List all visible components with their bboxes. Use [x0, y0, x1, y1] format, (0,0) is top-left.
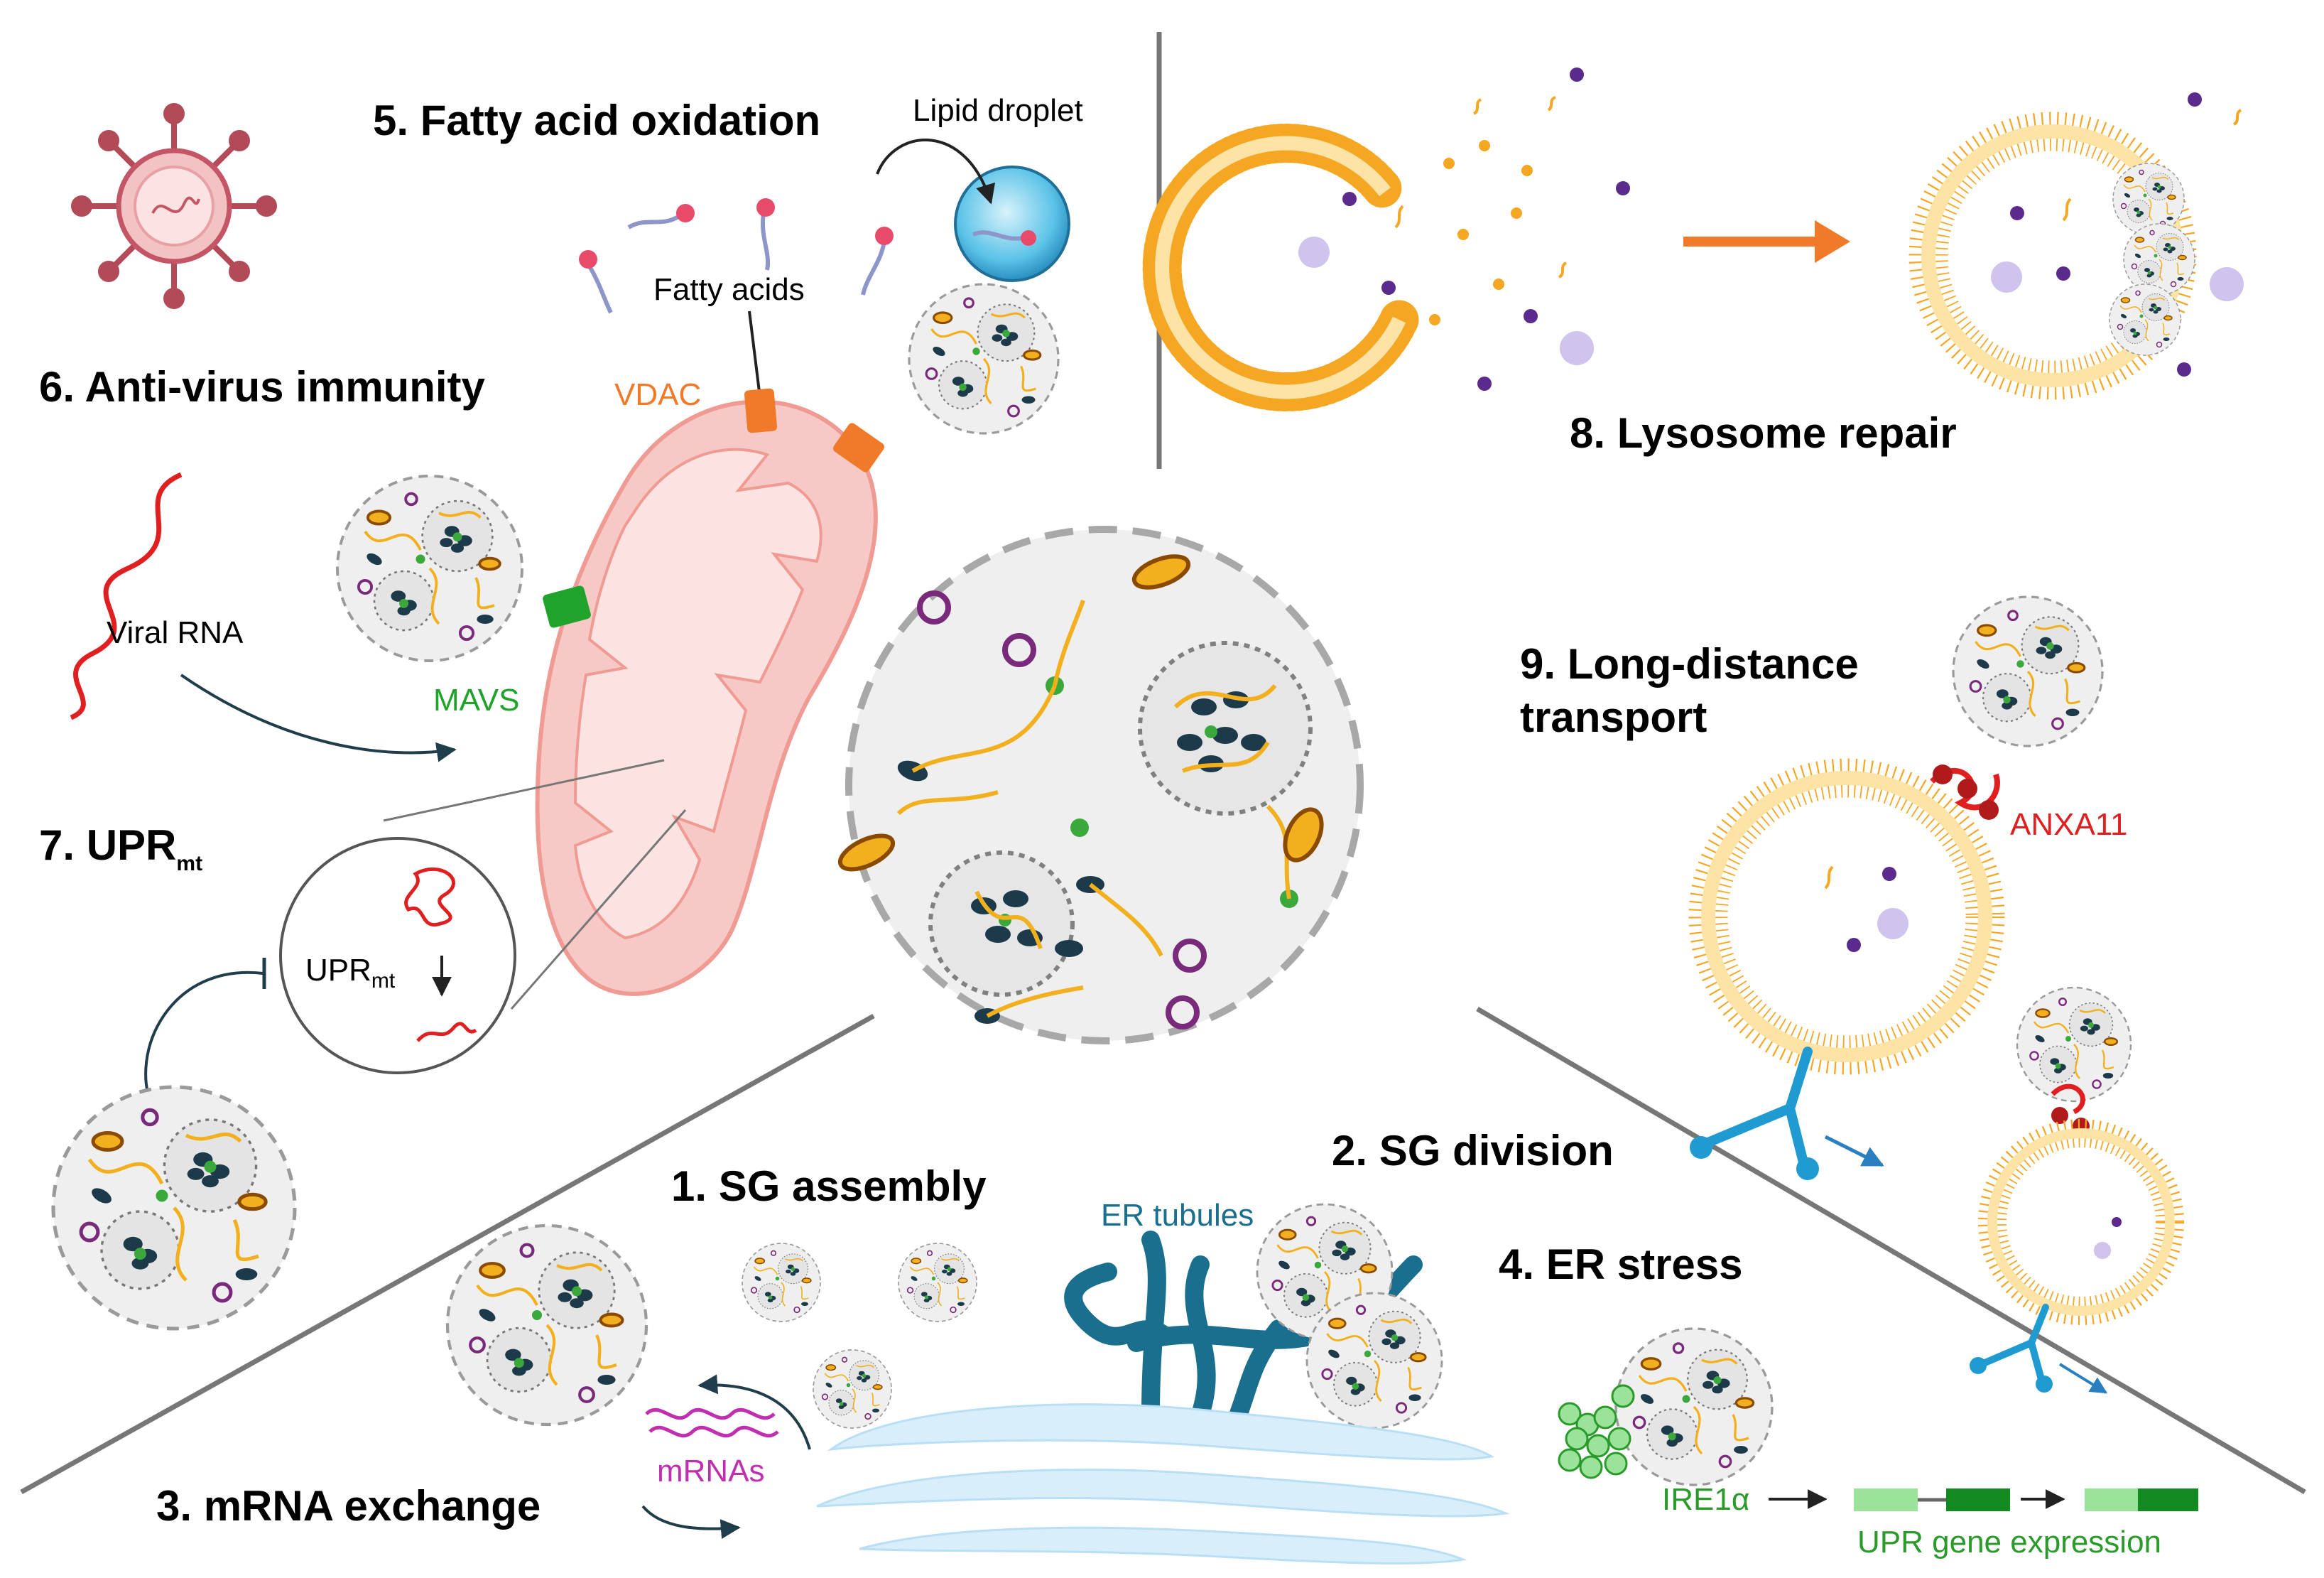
motor-protein-1	[1690, 1047, 1819, 1180]
arrow-viral-rna-to-mavs	[180, 674, 457, 762]
sg-upr	[53, 1087, 295, 1329]
sg-assembly-small-1	[742, 1243, 821, 1322]
ire1a-cluster	[1558, 1384, 1635, 1479]
inhibition-line	[144, 971, 264, 1109]
transport-lysosome-2	[1978, 1119, 2184, 1325]
sg-plug-3	[2109, 283, 2181, 356]
heading-long-distance-2: transport	[1520, 693, 1707, 741]
sg-mrna-exchange	[447, 1226, 646, 1425]
label-upr-gene-expression: UPR gene expression	[1857, 1525, 2161, 1560]
sg-transport-2	[2016, 986, 2132, 1103]
fatty-acid-molecules	[587, 212, 886, 314]
mrna-wave-1	[645, 1407, 776, 1420]
mavs-channel	[543, 585, 591, 628]
mrna-wave-2	[648, 1425, 779, 1438]
sg-at-mitochondria	[908, 283, 1060, 435]
heading-sg-division: 2. SG division	[1332, 1127, 1614, 1174]
sg-at-mavs	[336, 475, 523, 662]
virus-icon	[71, 103, 277, 309]
arrow-to-lipid-droplet	[876, 139, 996, 205]
zoom-line-bottom	[510, 809, 687, 1010]
vdac-channel-2	[833, 423, 884, 472]
anxa11-tether-1	[1930, 768, 2000, 811]
label-anxa11: ANXA11	[2010, 807, 2128, 842]
label-mrnas: mRNAs	[657, 1454, 765, 1488]
heading-fatty-acid-oxidation: 5. Fatty acid oxidation	[373, 97, 820, 144]
sg-assembly-small-3	[813, 1349, 892, 1429]
label-vdac: VDAC	[614, 377, 701, 412]
lysosome-contents-left	[1298, 67, 1630, 391]
heading-mrna-exchange: 3. mRNA exchange	[156, 1482, 541, 1530]
upr-inset-circle	[279, 837, 516, 1074]
label-mavs: MAVS	[433, 683, 519, 718]
gene-splice-1	[1854, 1488, 2010, 1511]
arrow-mrna-in	[641, 1505, 741, 1540]
lipid-droplet-fa	[972, 230, 1023, 241]
vdac-channel-1	[744, 388, 778, 433]
sg-assembly-small-2	[898, 1243, 977, 1322]
anxa11-tether-2	[2051, 1083, 2085, 1115]
motor-protein-2	[1978, 1304, 2049, 1385]
label-upr-inset: UPRmt	[305, 953, 396, 993]
arrow-motor-2	[2058, 1363, 2108, 1394]
divider-left-diagonal	[20, 1013, 875, 1495]
mitochondrion	[535, 399, 878, 996]
label-er-tubules: ER tubules	[1101, 1198, 1254, 1233]
viral-rna	[70, 472, 183, 720]
lipid-droplet	[954, 166, 1070, 282]
label-lipid-droplet: Lipid droplet	[913, 93, 1083, 128]
sg-plug-1	[2112, 163, 2185, 235]
zoom-line-top	[383, 759, 665, 822]
divider-right-diagonal	[1476, 1006, 2306, 1495]
sg-division-2	[1305, 1292, 1443, 1430]
arrow-mrna-out	[697, 1374, 811, 1450]
heading-anti-virus-immunity: 6. Anti-virus immunity	[39, 363, 485, 411]
gene-splice-2	[2085, 1488, 2198, 1511]
sg-plug-2	[2123, 223, 2195, 296]
sg-transport-1	[1952, 595, 2104, 747]
misfolded-protein	[404, 867, 455, 927]
arrow-motor-1	[1824, 1135, 1884, 1167]
central-stress-granule	[837, 526, 1364, 1044]
sg-er-stress	[1614, 1327, 1774, 1486]
heading-lysosome-repair: 8. Lysosome repair	[1570, 409, 1957, 457]
refolded-protein	[416, 1022, 477, 1042]
heading-sg-assembly: 1. SG assembly	[671, 1162, 987, 1210]
heading-upr-mt: 7. UPRmt	[39, 821, 202, 875]
label-fatty-acids: Fatty acids	[653, 272, 805, 307]
damaged-lysosome	[1142, 124, 1419, 412]
label-viral-rna: Viral RNA	[107, 615, 244, 650]
transport-lysosome-1	[1688, 758, 2005, 1075]
lysosome-contents-right	[1991, 92, 2244, 377]
label-ire1a: IRE1α	[1662, 1482, 1749, 1517]
arrow-lysosome-repair-head	[1815, 220, 1850, 263]
er-sheets	[816, 1403, 1510, 1565]
heading-long-distance-1: 9. Long-distance	[1520, 640, 1859, 688]
heading-er-stress: 4. ER stress	[1499, 1241, 1743, 1288]
